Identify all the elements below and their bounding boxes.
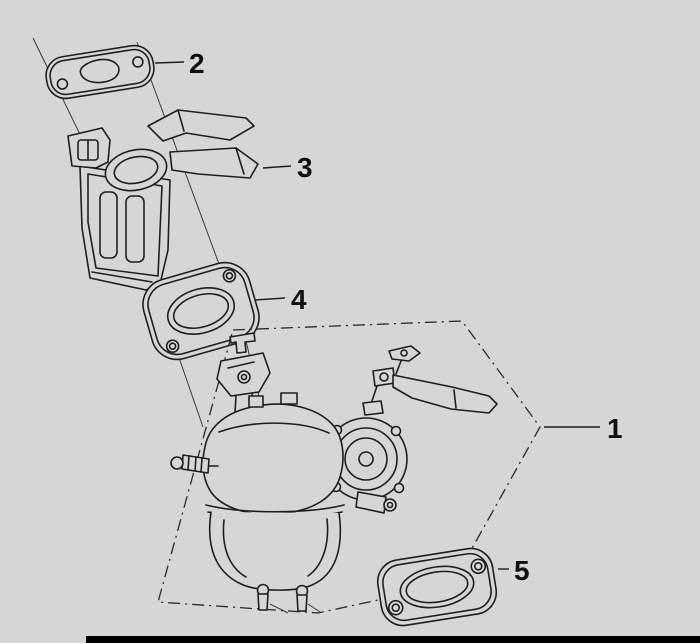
- bore-rim: [104, 148, 168, 192]
- bolt-hole: [56, 78, 69, 90]
- bowl-contour: [222, 519, 247, 578]
- leader-line: [254, 297, 286, 301]
- body-fitting: [280, 392, 298, 405]
- body-contour: [218, 422, 330, 434]
- insulator-base-line: [91, 271, 153, 283]
- spring-coil: [187, 455, 190, 471]
- bowl-rim: [205, 504, 345, 513]
- bolt-hole: [132, 56, 144, 68]
- callout-label: 5: [514, 555, 530, 586]
- gasket-port-hole: [166, 287, 236, 335]
- leader-line: [154, 61, 185, 64]
- callout-1: 1: [544, 413, 623, 444]
- gasket-port-rim: [405, 570, 469, 604]
- bolt-hole: [165, 339, 180, 353]
- part-2-gasket: [45, 44, 155, 100]
- bracket-wing-upper: [147, 109, 255, 142]
- idle-screw: [170, 454, 219, 474]
- part-5-gasket: [376, 547, 498, 627]
- lever-knob: [388, 345, 421, 362]
- bracket-fold-line: [235, 147, 245, 175]
- bolt-hole: [222, 269, 237, 283]
- lever-arm: [392, 374, 498, 414]
- bottom-bar: [86, 636, 700, 643]
- callout-4: 4: [254, 284, 307, 315]
- part-1-carburetor: [170, 332, 498, 612]
- flange-bore: [344, 437, 388, 481]
- part-3-insulator: [67, 109, 259, 291]
- bolt-hole-center: [391, 603, 401, 613]
- intake-flange: [324, 417, 408, 501]
- screw-head: [170, 456, 184, 470]
- lever-arm-notch: [453, 389, 457, 409]
- bore-hole: [113, 155, 159, 185]
- inlet-body: [355, 491, 387, 514]
- spring-coil: [200, 457, 203, 473]
- bolt-hole: [387, 599, 404, 616]
- bowl-contour: [307, 518, 329, 577]
- insulator-slot: [125, 195, 145, 263]
- callout-label: 3: [297, 152, 313, 183]
- bracket-line: [227, 361, 255, 369]
- bracket-stem: [234, 395, 237, 413]
- top-fitting: [229, 332, 256, 354]
- bolt-hole-center: [473, 561, 483, 571]
- lever-pivot-hole: [379, 372, 389, 382]
- lever-stem: [395, 360, 402, 375]
- carburetor-body: [202, 403, 344, 516]
- fuel-inlet: [355, 491, 397, 514]
- flange-center: [358, 451, 374, 467]
- lever-pivot-block: [372, 367, 396, 387]
- callout-3: 3: [262, 152, 313, 183]
- flange-bolt: [390, 425, 402, 437]
- bolt-hole-center: [225, 272, 234, 280]
- gasket-inner-outline: [382, 552, 492, 622]
- insulator-slot: [99, 191, 118, 259]
- float-bowl: [205, 504, 345, 612]
- lever-foot: [362, 400, 384, 416]
- inlet-port-center: [386, 501, 394, 509]
- lever-knob-hole: [400, 349, 408, 357]
- insulator-bore: [104, 148, 168, 192]
- gasket-port-rim: [172, 292, 230, 330]
- clamp-block: [67, 127, 111, 169]
- leader-line: [262, 165, 292, 169]
- bracket-hole-center: [240, 373, 248, 381]
- projection-line: [307, 603, 321, 613]
- projection-line: [269, 603, 289, 614]
- gasket-inner-outline: [147, 266, 255, 356]
- bowl-outline: [208, 511, 342, 591]
- gasket-port-hole: [79, 58, 120, 84]
- spring-coil: [194, 456, 197, 472]
- part-4-gasket: [142, 261, 260, 361]
- bolt-hole-center: [168, 342, 177, 350]
- drain-bolt: [257, 593, 269, 611]
- inlet-port: [383, 498, 397, 512]
- bracket-hole: [237, 370, 251, 384]
- callout-2: 2: [154, 48, 205, 79]
- callout-label: 2: [189, 48, 205, 79]
- gasket-inner-outline: [49, 48, 151, 96]
- body-fitting: [248, 395, 264, 408]
- drain-bolt: [296, 594, 308, 612]
- callout-5: 5: [498, 555, 530, 586]
- bolt-hole: [470, 558, 487, 575]
- projection-line: [175, 348, 204, 428]
- callout-label: 4: [291, 284, 307, 315]
- callout-label: 1: [607, 413, 623, 444]
- flange-bolt: [393, 482, 405, 494]
- throttle-lever: [362, 345, 498, 416]
- lever-hanger: [370, 385, 378, 405]
- bracket-fold-line: [177, 109, 185, 132]
